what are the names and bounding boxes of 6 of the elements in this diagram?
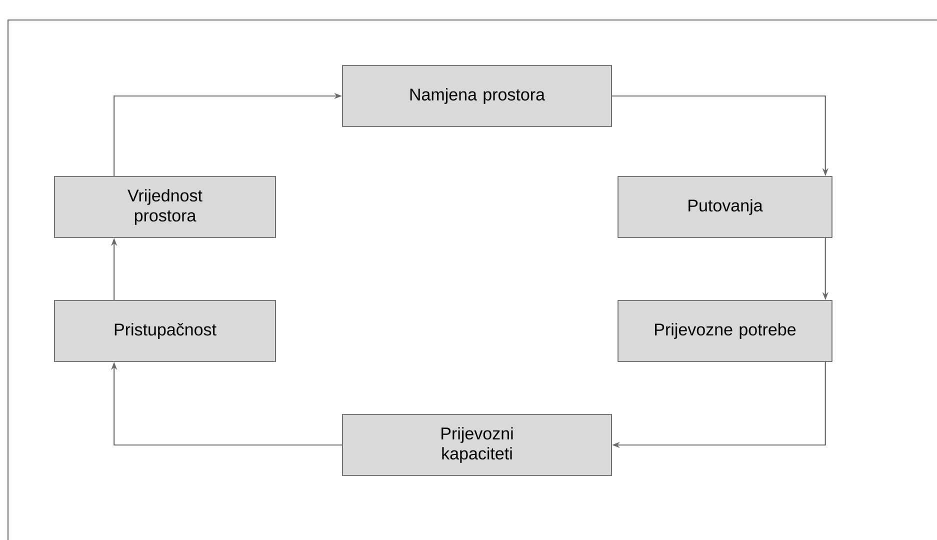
process-box: Pristupačnost	[54, 300, 276, 362]
process-box: Prijevozni kapaciteti	[342, 414, 612, 476]
process-box: Prijevozne potrebe	[618, 300, 832, 362]
process-box: Putovanja	[618, 176, 832, 238]
process-box: Vrijednost prostora	[54, 176, 276, 238]
process-box: Namjena prostora	[342, 65, 612, 127]
